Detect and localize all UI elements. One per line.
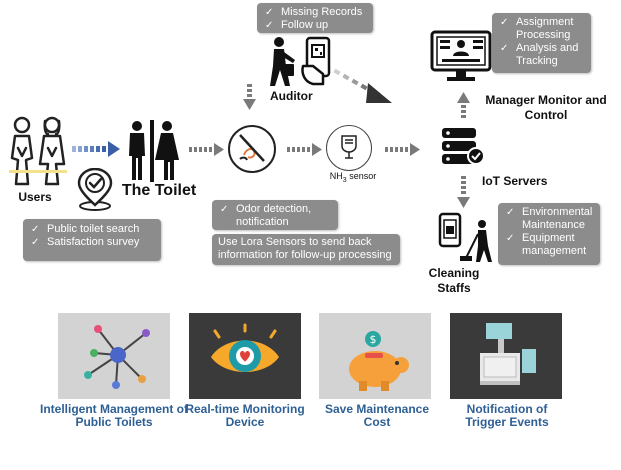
auditor-item: Follow up xyxy=(265,19,367,32)
arrow-toilet-to-sensor xyxy=(189,143,224,156)
arrow-nh3-to-iot xyxy=(385,143,420,156)
cleaning-staff-icon xyxy=(438,212,492,262)
feature-caption: Notification of Trigger Events xyxy=(465,402,549,429)
svg-text:$: $ xyxy=(370,333,377,346)
toilet-sign-icon xyxy=(129,120,179,182)
feature-tile-piggy: $ xyxy=(319,313,431,399)
eye-icon xyxy=(211,323,279,372)
users-icon xyxy=(9,116,67,186)
iot-label: IoT Servers xyxy=(482,174,548,188)
location-check-icon xyxy=(77,168,113,211)
cleaning-item: Equipment management xyxy=(506,232,594,258)
users-item: Public toilet search xyxy=(31,223,155,236)
feature-caption: Save Maintenance Cost xyxy=(324,402,430,429)
devices-icon xyxy=(480,323,536,385)
lora-info-box: Use Lora Sensors to send back informatio… xyxy=(212,234,400,265)
toilet-label: The Toilet xyxy=(121,182,197,199)
nh3-sensor-icon xyxy=(341,135,357,159)
auditor-label: Auditor xyxy=(270,89,313,103)
odor-item: Odor detection, notification xyxy=(220,203,332,229)
feature-tile-network xyxy=(58,313,170,399)
flow-arrows xyxy=(72,68,470,208)
cleaning-info-box: Environmental Maintenance Equipment mana… xyxy=(498,203,600,265)
sensor-word: sensor xyxy=(346,171,377,181)
odor-info-box: Odor detection, notification xyxy=(212,200,338,230)
nh3-text: NH xyxy=(329,171,343,181)
cleaning-label: Cleaning Staffs xyxy=(428,266,480,295)
nh3-sensor-label: NH3 sensor xyxy=(323,171,383,184)
users-item: Satisfaction survey xyxy=(31,236,155,249)
auditor-info-box: Missing Records Follow up xyxy=(257,3,373,33)
arrow-sensor-to-nh3 xyxy=(287,143,322,156)
arrow-users-to-toilet xyxy=(72,141,120,157)
nh3-subscript: 3 xyxy=(342,176,347,184)
feature-caption: Intelligent Management of Public Toilets xyxy=(39,402,188,429)
manager-item: Assignment Processing xyxy=(500,16,585,42)
arrow-auditor-to-iot xyxy=(333,68,392,103)
manager-label: Manager Monitor and Control xyxy=(485,93,607,122)
piggy-bank-icon: $ xyxy=(349,331,409,391)
network-icon xyxy=(84,325,150,389)
manager-item: Analysis and Tracking xyxy=(500,42,585,68)
auditor-icon xyxy=(270,36,331,86)
feature-tile-devices xyxy=(450,313,562,399)
cleaning-item: Environmental Maintenance xyxy=(506,206,594,232)
server-icon xyxy=(442,128,485,165)
auditor-item: Missing Records xyxy=(265,6,367,19)
arrow-iot-to-cleaning xyxy=(457,176,470,208)
arrow-iot-to-manager xyxy=(457,92,470,118)
users-label: Users xyxy=(18,190,52,204)
no-odor-icon xyxy=(239,134,265,162)
users-info-box: Public toilet search Satisfaction survey xyxy=(23,219,161,261)
monitor-icon xyxy=(430,30,492,81)
lora-text: Use Lora Sensors to send back informatio… xyxy=(218,236,392,261)
manager-info-box: Assignment Processing Analysis and Track… xyxy=(492,13,591,73)
arrow-auditor-down xyxy=(243,84,256,110)
feature-caption: Real-time Monitoring Device xyxy=(185,402,305,429)
feature-tile-eye xyxy=(189,313,301,399)
